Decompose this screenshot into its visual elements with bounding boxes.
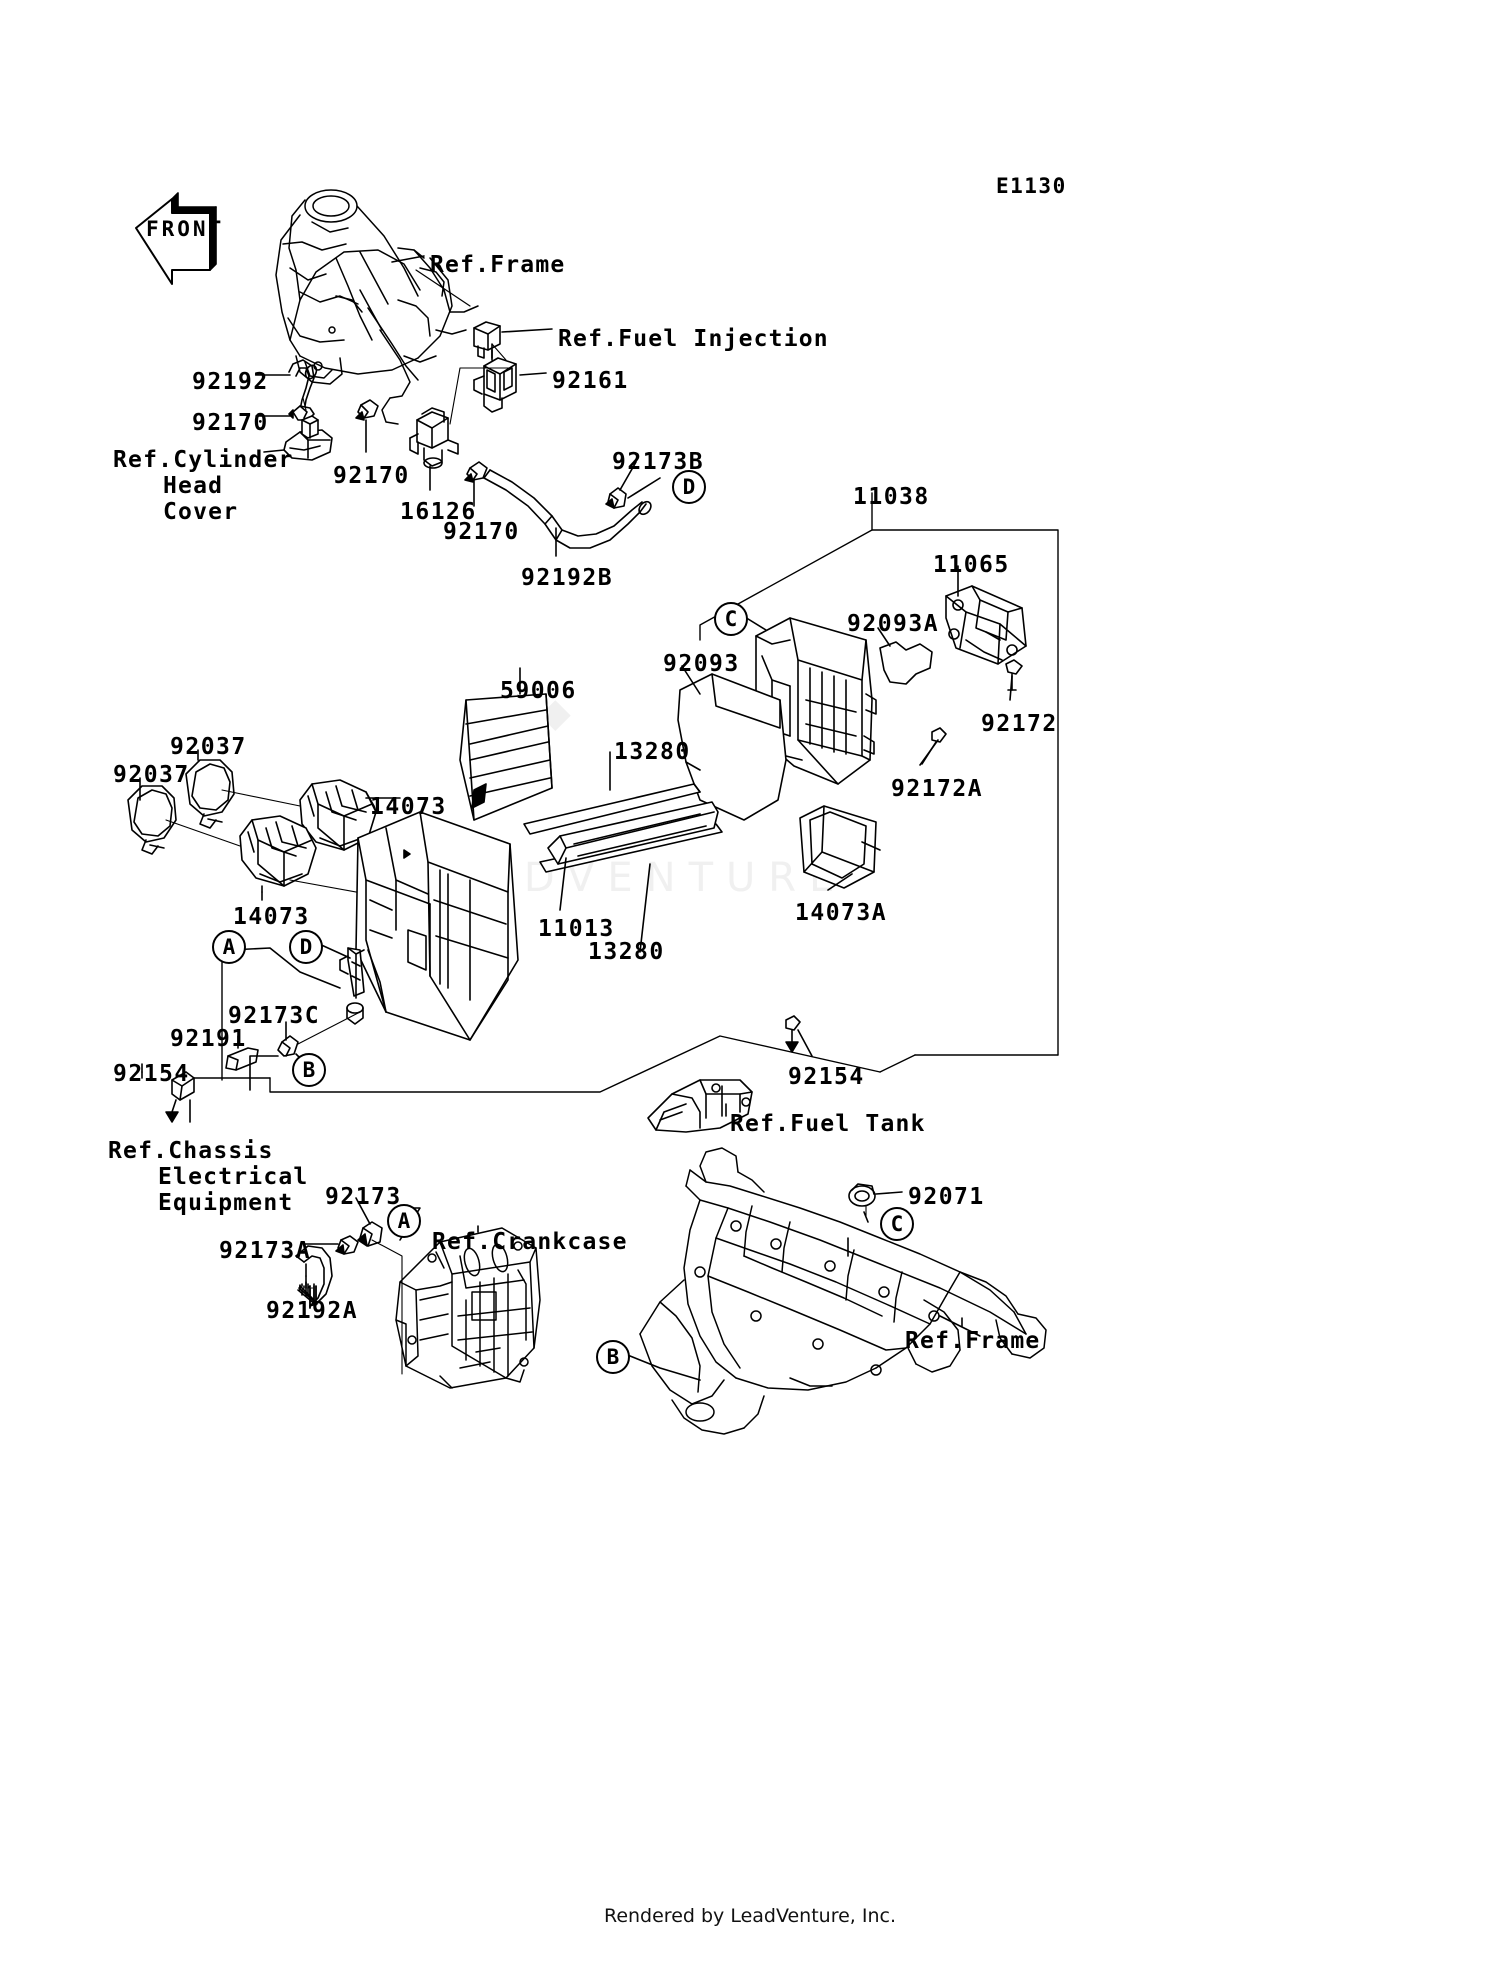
part-92170-right xyxy=(464,461,488,483)
render-footer: Rendered by LeadVenture, Inc. xyxy=(603,1905,897,1927)
leader-14073A-2 xyxy=(861,841,881,851)
part-label-p92037-a: 92037 xyxy=(170,734,247,760)
part-label-p92172a: 92172A xyxy=(891,776,984,802)
part-92093 xyxy=(677,673,787,821)
part-14073-upper xyxy=(299,779,377,851)
part-label-p92192: 92192 xyxy=(192,369,269,395)
circle-marker-marker-a-left: A xyxy=(212,930,246,964)
part-label-p92192a: 92192A xyxy=(266,1298,359,1324)
part-label-ref-cylinder-head-1: Ref.Cylinder xyxy=(113,447,294,473)
part-label-ref-chassis-2: Electrical xyxy=(158,1164,309,1190)
part-label-p14073-a: 14073 xyxy=(370,794,447,820)
part-92037-right xyxy=(185,759,235,829)
part-label-ref-chassis-3: Equipment xyxy=(158,1190,294,1216)
leader-92071 xyxy=(875,1191,903,1195)
part-92093A xyxy=(879,641,933,685)
part-label-p92071: 92071 xyxy=(908,1184,985,1210)
part-label-p92037-b: 92037 xyxy=(113,762,190,788)
part-label-p92170-c: 92170 xyxy=(443,519,520,545)
part-label-p92093: 92093 xyxy=(663,651,740,677)
fuel-injection-part xyxy=(473,321,501,361)
part-label-p92173: 92173 xyxy=(325,1184,402,1210)
leader-marker-b-left xyxy=(249,1055,279,1091)
leader-92172A xyxy=(919,739,939,766)
part-label-p92192b: 92192B xyxy=(521,565,614,591)
part-label-ref-crankcase: Ref.Crankcase xyxy=(432,1229,628,1255)
part-label-ref-cylinder-head-2: Head xyxy=(163,473,224,499)
airbox-main-body xyxy=(339,811,519,1041)
circle-marker-marker-d-top: D xyxy=(672,470,706,504)
part-label-p92170-b: 92170 xyxy=(333,463,410,489)
part-label-p92173c: 92173C xyxy=(228,1003,321,1029)
part-label-p14073a: 14073A xyxy=(795,900,888,926)
circle-marker-marker-b-left: B xyxy=(292,1053,326,1087)
part-label-p14073-b: 14073 xyxy=(233,904,310,930)
part-13280-a xyxy=(523,783,701,835)
part-label-p16126: 16126 xyxy=(400,499,477,525)
part-92173B xyxy=(605,487,627,509)
part-label-ref-frame-bottom: Ref.Frame xyxy=(905,1328,1041,1354)
leader-marker-b-bottom xyxy=(619,1351,701,1381)
part-92154-right xyxy=(785,1015,801,1053)
front-arrow-label: FRONT xyxy=(146,217,225,241)
part-label-p92191: 92191 xyxy=(170,1026,247,1052)
leader-marker-a-left xyxy=(229,947,341,989)
part-label-ref-chassis-1: Ref.Chassis xyxy=(108,1138,274,1164)
part-92071 xyxy=(848,1183,876,1207)
leader-92154-right xyxy=(797,1029,813,1057)
part-label-p11038: 11038 xyxy=(853,484,930,510)
leader-marker-d-top xyxy=(627,477,661,499)
part-label-ref-fuel-injection: Ref.Fuel Injection xyxy=(558,326,829,352)
part-11065 xyxy=(945,585,1027,665)
circle-marker-marker-a-bottom: A xyxy=(387,1204,421,1238)
part-label-ref-frame-top: Ref.Frame xyxy=(430,252,566,278)
part-92172 xyxy=(1005,659,1023,691)
leader-marker-c-bottom xyxy=(863,1211,869,1223)
part-label-p11013: 11013 xyxy=(538,916,615,942)
leader-92172 xyxy=(1009,675,1013,701)
circle-marker-marker-c-right: C xyxy=(714,602,748,636)
part-92172A xyxy=(921,727,947,765)
circle-marker-marker-c-bottom: C xyxy=(880,1207,914,1241)
part-label-p92170-a: 92170 xyxy=(192,410,269,436)
part-14073-lower xyxy=(239,815,317,887)
part-label-ref-fuel-tank: Ref.Fuel Tank xyxy=(730,1111,926,1137)
watermark-text: LEADVENTURE xyxy=(410,855,848,901)
frame-bottom-illustration xyxy=(639,1147,1047,1435)
part-92192 xyxy=(288,359,318,413)
part-92173 xyxy=(357,1221,383,1247)
part-label-p92154-a: 92154 xyxy=(113,1061,190,1087)
part-label-p92093a: 92093A xyxy=(847,611,940,637)
part-label-p13280-a: 13280 xyxy=(614,739,691,765)
part-92161 xyxy=(473,343,517,413)
circle-marker-marker-b-bottom: B xyxy=(596,1340,630,1374)
part-label-p92172: 92172 xyxy=(981,711,1058,737)
part-label-p13280-b: 13280 xyxy=(588,939,665,965)
circle-marker-marker-d-left: D xyxy=(289,930,323,964)
part-59006 xyxy=(459,693,553,821)
leader-fuel-injection xyxy=(501,328,553,333)
part-label-ref-cylinder-head-3: Cover xyxy=(163,499,239,525)
part-16126 xyxy=(409,407,459,469)
part-label-p92154-b: 92154 xyxy=(788,1064,865,1090)
part-92170-left xyxy=(288,405,315,421)
frame-top-illustration xyxy=(275,189,479,425)
part-92170-mid xyxy=(355,399,379,421)
airbox-right-half xyxy=(755,617,877,785)
part-label-p92173a: 92173A xyxy=(219,1238,312,1264)
part-label-p92161: 92161 xyxy=(552,368,629,394)
diagram-code: E1130 xyxy=(996,174,1067,198)
leader-92161 xyxy=(519,372,547,376)
part-92037-left xyxy=(127,785,177,855)
leader-ref-frame-top xyxy=(391,255,425,263)
part-label-p11065: 11065 xyxy=(933,552,1010,578)
part-label-p59006: 59006 xyxy=(500,678,577,704)
part-92173A xyxy=(335,1235,359,1255)
